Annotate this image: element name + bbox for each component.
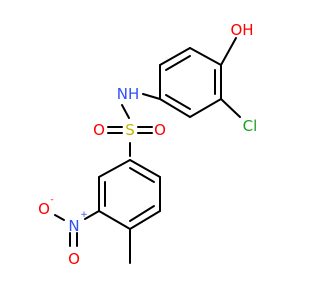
nitro-oxygen-negative-label: O <box>38 200 50 218</box>
bond <box>129 205 155 222</box>
bond <box>98 159 131 178</box>
bond <box>159 98 191 118</box>
nitro-positive-charge: + <box>80 210 88 220</box>
bond <box>84 210 100 220</box>
bond <box>189 47 222 66</box>
molecule-drawing: OH Cl NH S O O N + O - O <box>38 21 258 268</box>
nitro-nitrogen-label: N <box>68 217 79 235</box>
sulfonyl-oxygen-right-label: O <box>154 121 166 139</box>
bond <box>129 210 161 230</box>
bond <box>98 210 131 230</box>
sulfonyl-oxygen-left-label: O <box>93 121 105 139</box>
chlorine-label: Cl <box>243 117 258 135</box>
amine-nh-label: NH <box>117 85 140 103</box>
bond <box>165 55 191 71</box>
sulfur-label: S <box>125 121 135 139</box>
bond <box>220 98 241 118</box>
bond <box>129 167 155 183</box>
bond <box>142 93 161 100</box>
bond <box>220 37 237 66</box>
hydroxyl-label: OH <box>230 21 253 39</box>
bond <box>129 159 161 178</box>
nitro-oxygen-double-label: O <box>68 250 80 268</box>
bond <box>121 104 130 119</box>
bonds <box>54 37 241 264</box>
bond <box>159 47 191 66</box>
bond <box>189 98 222 118</box>
bond <box>54 214 65 221</box>
nitro-negative-charge: - <box>50 195 53 205</box>
structure-canvas: OH Cl NH S O O N + O - O <box>38 21 258 268</box>
bond <box>165 94 191 110</box>
